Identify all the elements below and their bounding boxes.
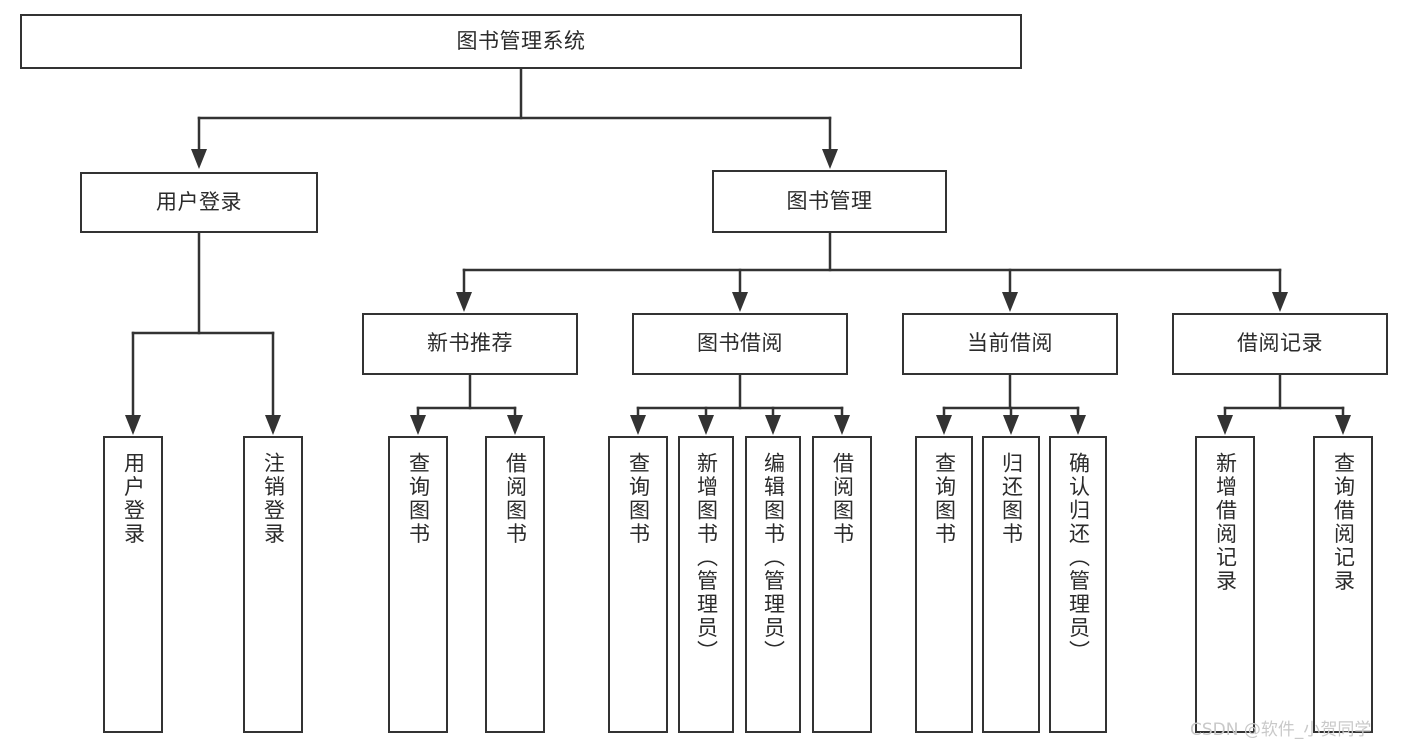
- leaf-query-book-2[interactable]: 查询图书: [608, 436, 668, 733]
- leaf-user-login[interactable]: 用户登录: [103, 436, 163, 733]
- node-book-borrow-label: 图书借阅: [697, 331, 783, 356]
- node-user-login[interactable]: 用户登录: [80, 172, 318, 233]
- leaf-add-borrow-record-label: 新增借阅记录: [1213, 452, 1238, 593]
- node-root-label: 图书管理系统: [456, 28, 586, 53]
- leaf-borrow-book-2[interactable]: 借阅图书: [812, 436, 872, 733]
- leaf-query-book-1[interactable]: 查询图书: [388, 436, 448, 733]
- node-new-book-recommend[interactable]: 新书推荐: [362, 313, 578, 375]
- leaf-return-book[interactable]: 归还图书: [982, 436, 1040, 733]
- leaf-return-book-label: 归还图书: [999, 452, 1024, 546]
- leaf-borrow-book-1-label: 借阅图书: [503, 452, 528, 546]
- node-borrow-record-label: 借阅记录: [1237, 331, 1323, 356]
- node-new-book-recommend-label: 新书推荐: [427, 331, 513, 356]
- leaf-borrow-book-2-label: 借阅图书: [830, 452, 855, 546]
- node-book-manage-label: 图书管理: [786, 188, 873, 213]
- leaf-user-login-label: 用户登录: [121, 452, 146, 546]
- leaf-add-borrow-record[interactable]: 新增借阅记录: [1195, 436, 1255, 733]
- leaf-query-borrow-record[interactable]: 查询借阅记录: [1313, 436, 1373, 733]
- node-root[interactable]: 图书管理系统: [20, 14, 1022, 69]
- leaf-logout[interactable]: 注销登录: [243, 436, 303, 733]
- leaf-edit-book[interactable]: 编辑图书（管理员）: [745, 436, 801, 733]
- csdn-watermark: CSDN @软件_小贺同学: [1190, 720, 1372, 740]
- leaf-query-borrow-record-label: 查询借阅记录: [1331, 452, 1356, 593]
- leaf-edit-book-label: 编辑图书（管理员）: [761, 452, 786, 664]
- node-user-login-label: 用户登录: [156, 189, 242, 214]
- leaf-query-book-1-label: 查询图书: [406, 452, 431, 546]
- leaf-logout-label: 注销登录: [261, 452, 286, 546]
- leaf-add-book[interactable]: 新增图书（管理员）: [678, 436, 734, 733]
- node-current-borrow-label: 当前借阅: [967, 331, 1053, 356]
- leaf-confirm-return[interactable]: 确认归还（管理员）: [1049, 436, 1107, 733]
- leaf-query-book-2-label: 查询图书: [626, 452, 651, 546]
- leaf-confirm-return-label: 确认归还（管理员）: [1066, 452, 1091, 664]
- node-book-manage[interactable]: 图书管理: [712, 170, 947, 233]
- leaf-borrow-book-1[interactable]: 借阅图书: [485, 436, 545, 733]
- node-borrow-record[interactable]: 借阅记录: [1172, 313, 1388, 375]
- leaf-query-book-3[interactable]: 查询图书: [915, 436, 973, 733]
- node-book-borrow[interactable]: 图书借阅: [632, 313, 848, 375]
- node-current-borrow[interactable]: 当前借阅: [902, 313, 1118, 375]
- leaf-add-book-label: 新增图书（管理员）: [694, 452, 719, 664]
- leaf-query-book-3-label: 查询图书: [932, 452, 957, 546]
